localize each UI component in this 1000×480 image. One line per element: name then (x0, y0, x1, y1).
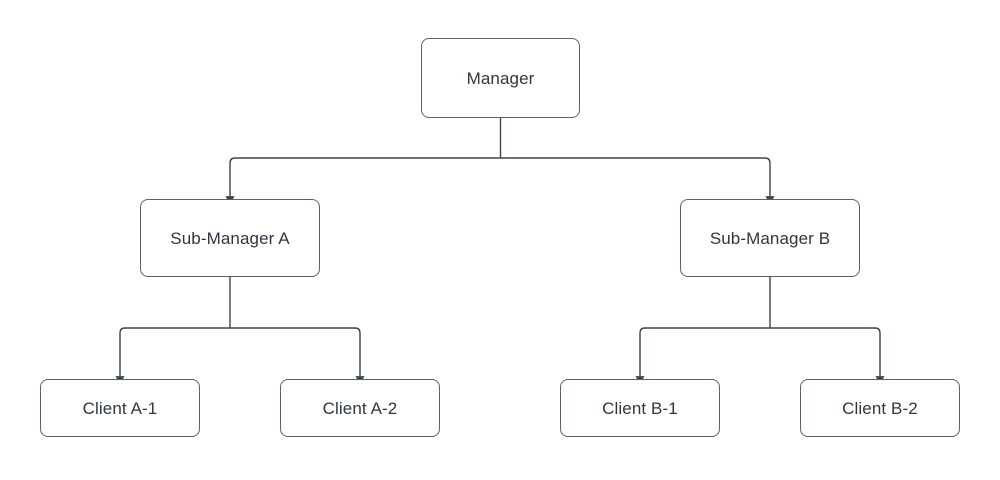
edge-sub-manager-b-to-client-b-2 (770, 327, 885, 386)
node-sub-manager-b[interactable]: Sub-Manager B (680, 199, 860, 277)
node-sub-manager-b-label: Sub-Manager B (709, 228, 831, 248)
edge-sub-manager-b-to-client-b-1 (635, 327, 770, 386)
node-client-b-1[interactable]: Client B-1 (560, 379, 720, 437)
node-manager[interactable]: Manager (421, 38, 580, 118)
edge-manager-to-sub-manager-b (500, 157, 775, 206)
node-manager-label: Manager (466, 68, 535, 88)
edge-manager-to-sub-manager-a (225, 157, 501, 206)
node-client-b-2[interactable]: Client B-2 (800, 379, 960, 437)
node-sub-manager-a-label: Sub-Manager A (170, 228, 290, 248)
node-client-b-1-label: Client B-1 (602, 398, 678, 418)
node-client-a-1-label: Client A-1 (82, 398, 158, 418)
node-client-a-2[interactable]: Client A-2 (280, 379, 440, 437)
node-client-b-2-label: Client B-2 (842, 398, 918, 418)
node-sub-manager-a[interactable]: Sub-Manager A (140, 199, 320, 277)
edge-sub-manager-a-to-client-a-2 (230, 327, 365, 386)
edge-sub-manager-a-to-client-a-1 (115, 327, 230, 386)
node-client-a-2-label: Client A-2 (322, 398, 398, 418)
node-client-a-1[interactable]: Client A-1 (40, 379, 200, 437)
